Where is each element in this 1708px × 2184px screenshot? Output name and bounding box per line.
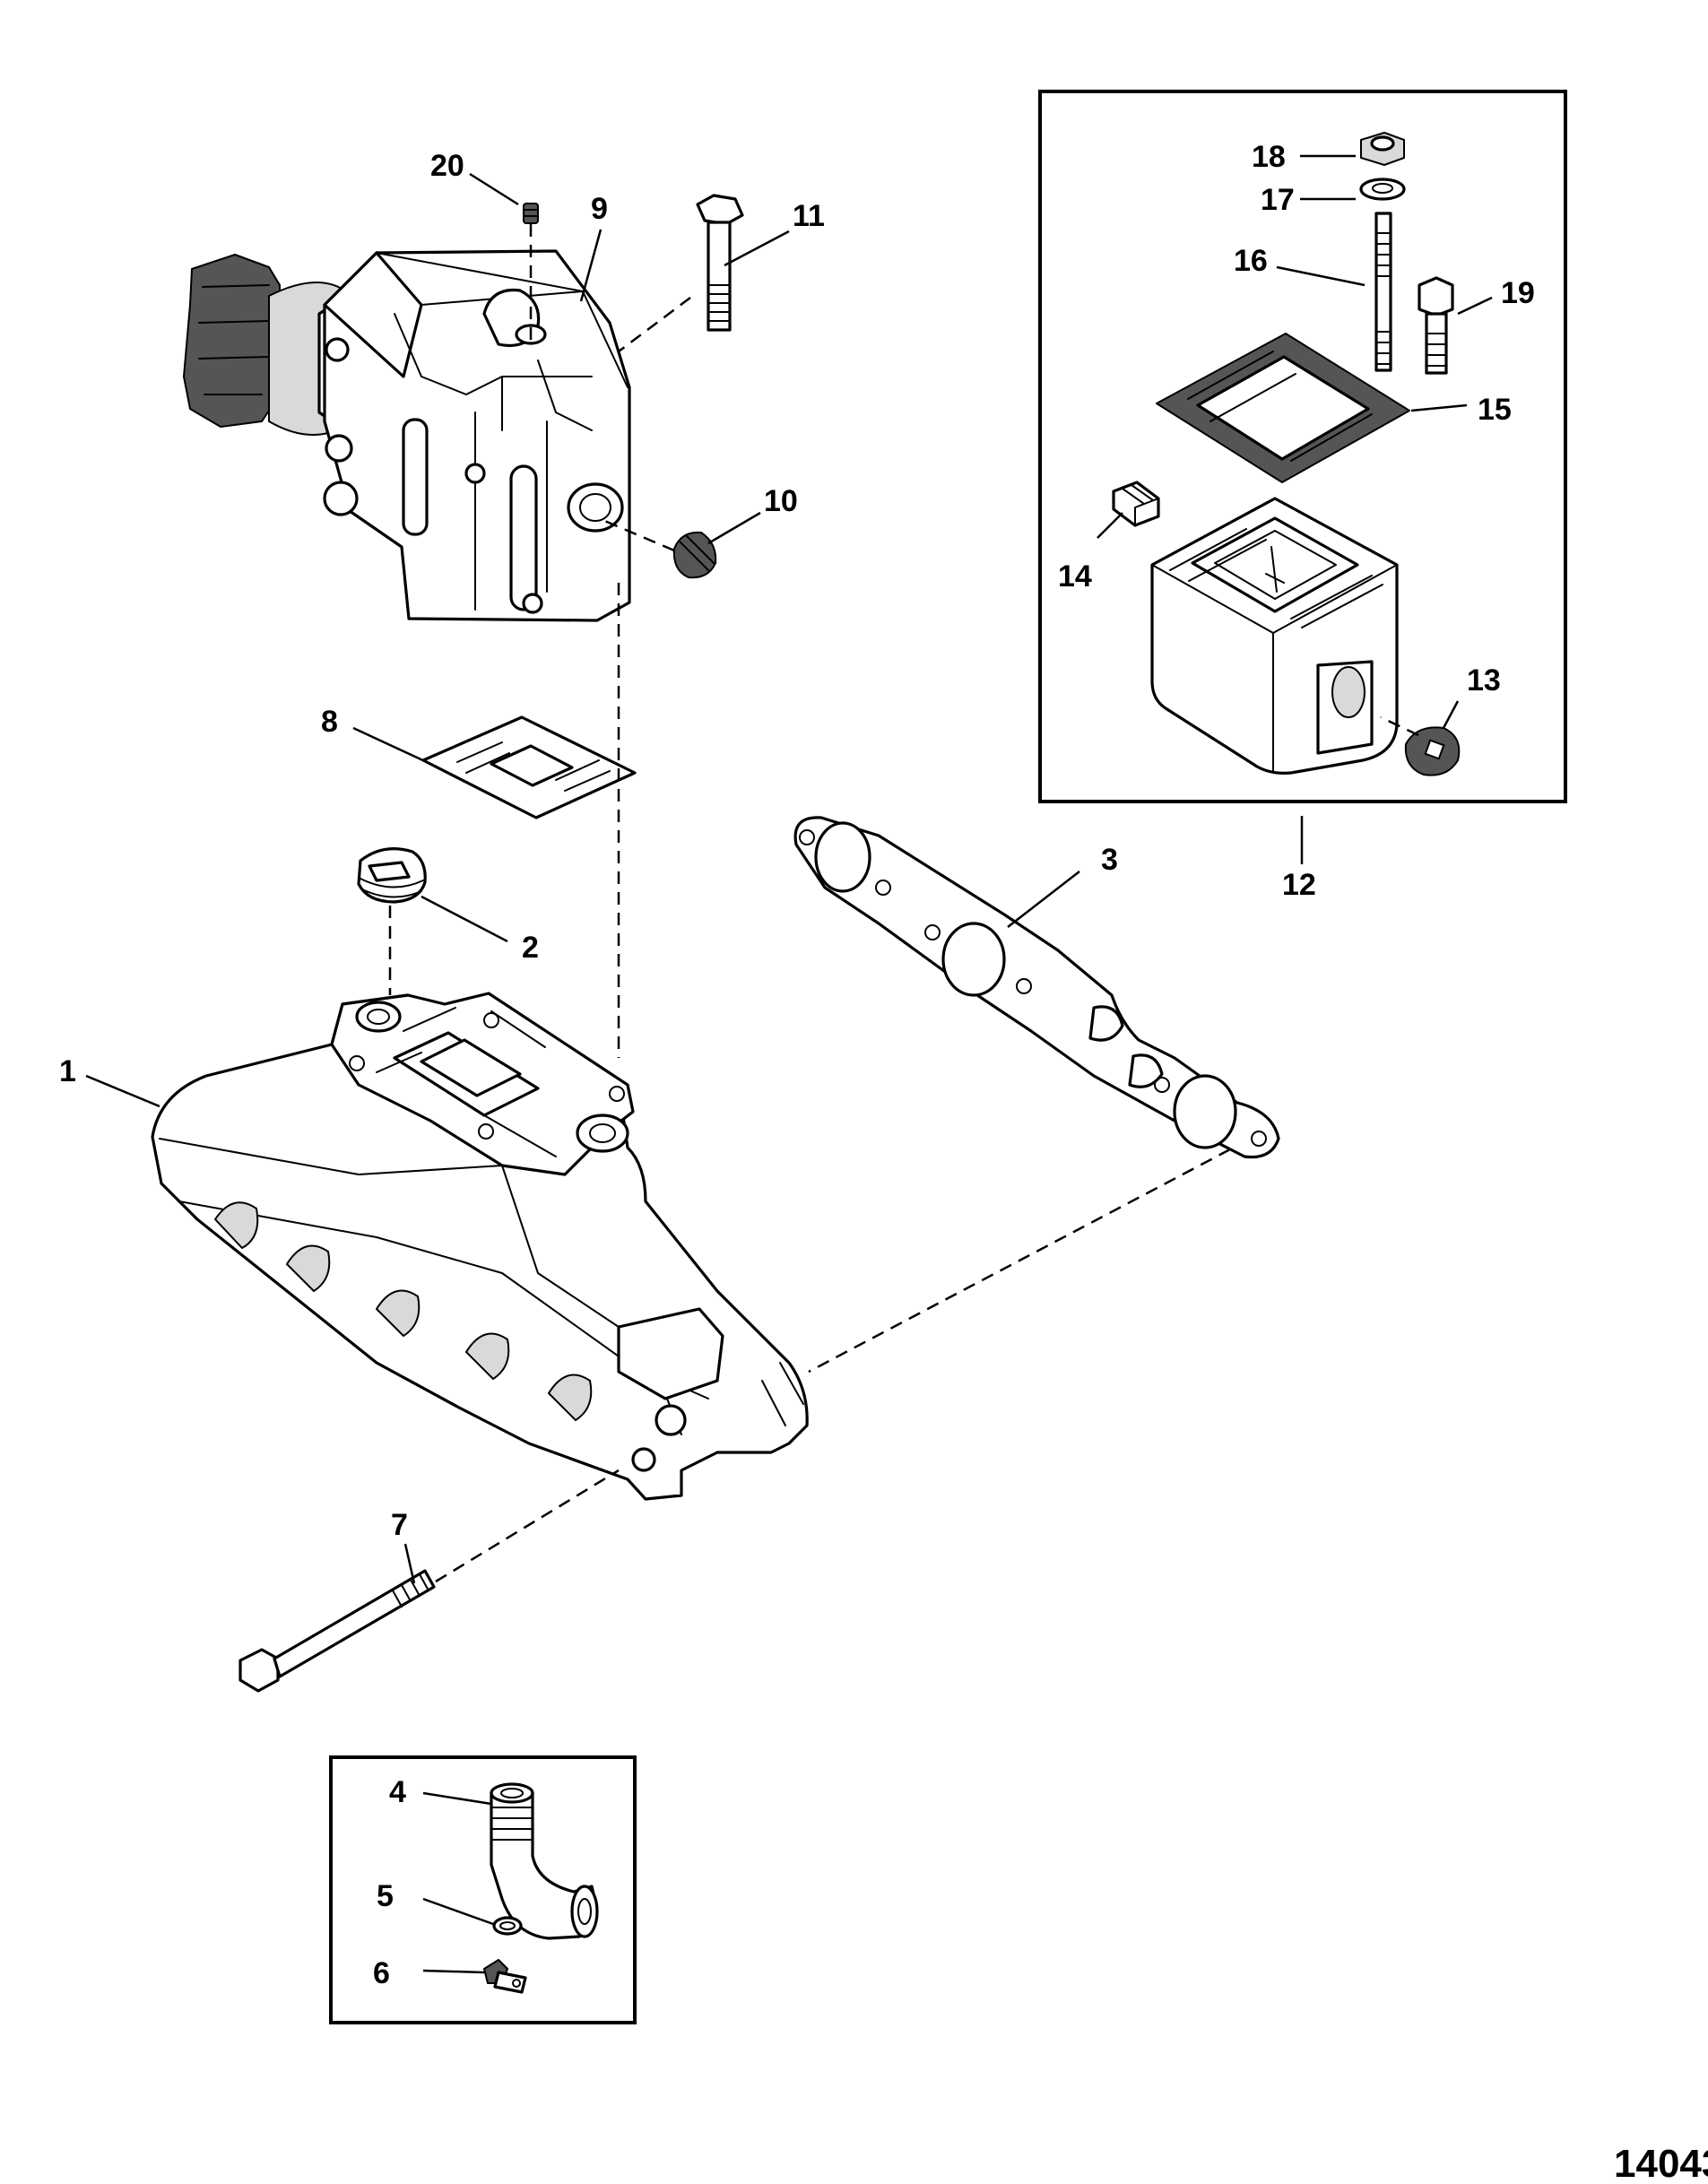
riser-bolt-part[interactable]: [1418, 276, 1454, 375]
riser-body-part[interactable]: [1150, 497, 1399, 775]
callout-12: 12: [1282, 868, 1316, 902]
callout-20: 20: [430, 149, 464, 183]
callout-18: 18: [1252, 140, 1286, 174]
drain-plug-part[interactable]: [483, 1959, 527, 1994]
callout-16: 16: [1234, 244, 1268, 278]
riser-plug-part[interactable]: [1404, 726, 1461, 776]
callout-2: 2: [522, 931, 539, 965]
manifold-gasket-part[interactable]: [793, 816, 1280, 1159]
elbow-fitting-part[interactable]: [490, 1782, 599, 1940]
fitting-kit-group: [329, 1755, 637, 2024]
washer-part[interactable]: [1359, 178, 1406, 201]
callout-10: 10: [764, 484, 798, 518]
leader-lines: [85, 154, 1493, 1974]
set-screw-part[interactable]: [523, 203, 539, 224]
callout-6: 6: [373, 1956, 390, 1990]
callout-4: 4: [389, 1775, 406, 1809]
fitting-kit-frame: [329, 1755, 637, 2024]
callout-8: 8: [321, 705, 338, 739]
callout-11: 11: [793, 199, 825, 233]
assembly-lines: [388, 224, 1419, 1583]
exhaust-elbow-part[interactable]: [183, 249, 631, 622]
callout-3: 3: [1101, 843, 1118, 877]
callout-17: 17: [1261, 183, 1295, 217]
callout-13: 13: [1467, 663, 1501, 698]
callout-1: 1: [59, 1054, 76, 1088]
nut-part[interactable]: [1360, 132, 1405, 166]
riser-fitting-part[interactable]: [1112, 481, 1160, 527]
figure-number: 14043: [1614, 2142, 1708, 2184]
elbow-plug-part[interactable]: [672, 531, 717, 579]
callout-14: 14: [1058, 559, 1092, 594]
callout-9: 9: [591, 192, 608, 226]
exhaust-manifold-part[interactable]: [151, 992, 809, 1501]
callout-19: 19: [1501, 276, 1535, 310]
callout-7: 7: [391, 1508, 408, 1542]
stud-part[interactable]: [1374, 212, 1392, 372]
callout-labels: 20 9 11 10 8 2 3 1 7 4 5 6 12 13 14 15 1…: [59, 140, 1708, 2184]
riser-kit-frame: [1038, 90, 1567, 803]
manifold-bolt-part[interactable]: [238, 1569, 436, 1693]
pipe-plug-part[interactable]: [357, 847, 427, 904]
riser-kit-group: [1038, 90, 1567, 803]
o-ring-part[interactable]: [492, 1916, 523, 1936]
callout-15: 15: [1478, 393, 1512, 427]
callout-5: 5: [377, 1879, 394, 1913]
elbow-bolt-part[interactable]: [696, 194, 744, 332]
elbow-gasket-part[interactable]: [421, 715, 637, 819]
riser-gasket-part[interactable]: [1156, 333, 1410, 483]
